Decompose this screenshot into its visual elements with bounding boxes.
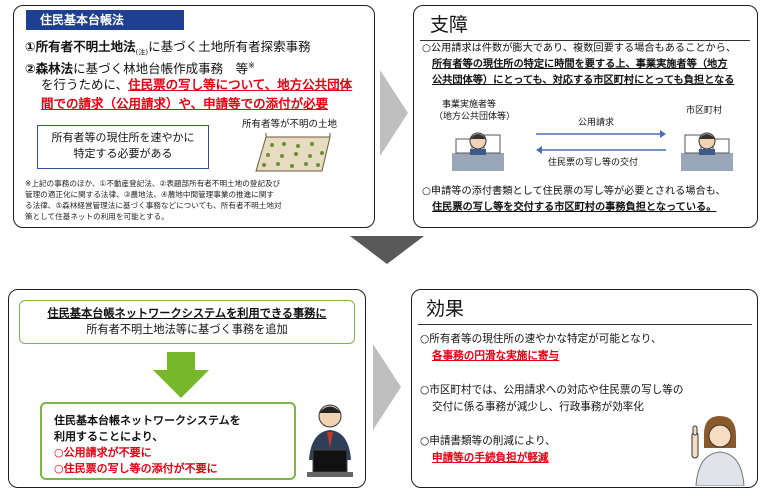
left-actor-label-2: （地方公共団体等） [434,112,516,122]
footnote-line-4: 策として住基ネットの利用を可能とする。 [25,212,169,221]
official-at-computer-icon [307,404,353,477]
duty-1-text: に基づく土地所有者探索事務 [148,39,311,54]
busy-official-right-icon [681,132,733,171]
panel-legal-basis: 住民基本台帳法 ①所有者不明土地法(注)に基づく土地所有者探索事務 ②森林法に基… [13,5,375,228]
unknown-land-illustration [255,133,331,172]
obstacle-line-1: ○公用請求は件数が膨大であり、複数回要する場合もあることから、 [422,43,737,54]
effect-3-line-2: 申請等の手続負担が軽減 [432,452,549,464]
duty-line-1: ①所有者不明土地法(注)に基づく土地所有者探索事務 [25,37,311,63]
effect-title-underline [418,324,752,325]
address-need-line-2: 特定する必要がある [73,147,173,160]
effect-title: 効果 [426,298,465,320]
title-underline [420,40,750,41]
requirement-lead: を行うために、 [41,77,129,92]
effect-2-line-1: ○市区町村では、公用請求への対応や住民票の写し等の [420,384,684,396]
requirement-red-1: 住民票の写し等について、地方公共団体 [128,77,353,92]
effect-2-line-2: 交付に係る事務が減少し、行政事務が効率化 [432,401,644,413]
note-mark: (注) [135,48,149,57]
issue-arrow-label: 住民票の写し等の交付 [548,158,639,168]
duty-line-2: ②森林法に基づく林地台帳作成事務 等※ [25,56,255,78]
request-arrow-label: 公用請求 [578,118,615,128]
arrow-down-center [350,236,424,264]
pointing-woman-icon [691,416,745,486]
address-need-box: 所有者等の現住所を速やかに 特定する必要がある [37,125,209,169]
effect-1-line-2: 各事務の円滑な実施に寄与 [432,350,560,362]
right-actor-label: 市区町村 [686,106,723,116]
result-box: 住民基本台帳ネットワークシステムを 利用することにより、 ○公用請求が不要に ○… [40,402,296,480]
issue-arrow [536,146,666,154]
footnote-line-3: る法律、⑤森林経営管理法に基づく事務などについても、所有者不明土地対 [25,201,282,210]
added-duties-line-2: 所有者不明土地法等に基づく事務を追加 [86,323,288,336]
panel-obstacle: 支障 ○公用請求は件数が膨大であり、複数回要する場合もあることから、 所有者等の… [413,5,758,228]
result-line-2: 利用することにより、 [54,430,164,443]
footnote-line-2: 管理の適正化に関する法律、③農地法、④農地中間管理事業の推進に関す [25,190,275,199]
effect-1-line-1: ○所有者等の現住所の速やかな特定が可能となり、 [420,333,662,345]
busy-official-left-icon [452,132,504,171]
footnote-line-1: ※上記の事務のほか、①不動産登記法、②表題部所有者不明土地の登記及び [25,179,281,188]
result-line-4: ○住民票の写し等の添付が不要に [54,462,218,475]
obstacle-line-3: 公共団体等）にとっても、対応する市区町村にとっても負担となる [432,75,735,86]
obstacle-line-4: ○申請等の添付書類として住民票の写し等が必要とされる場合も、 [422,186,726,197]
panel-solution: 住民基本台帳ネットワークシステムを利用できる事務に 所有者不明土地法等に基づく事… [8,289,366,488]
law-tag: 住民基本台帳法 [26,10,184,30]
panel-effect: 効果 ○所有者等の現住所の速やかな特定が可能となり、 各事務の円滑な実施に寄与 … [411,289,758,488]
arrow-right-top [380,70,408,156]
green-down-arrow [153,352,209,398]
added-duties-line-1: 住民基本台帳ネットワークシステムを利用できる事務に [47,307,327,320]
requirement-line-2: 間での請求（公用請求）や、申請等での添付が必要 [41,96,329,111]
effect-3-line-1: ○申請書類等の削減により、 [420,435,556,447]
footnote: ※上記の事務のほか、①不動産登記法、②表題部所有者不明土地の登記及び 管理の適正… [25,178,365,222]
footnote-mark: ※ [248,61,255,70]
left-actor-label-1: 事業実施者等 [442,100,497,110]
obstacle-title: 支障 [430,14,469,36]
duty-2-text: に基づく林地台帳作成事務 等 [73,61,249,77]
address-need-line-1: 所有者等の現住所を速やかに [51,131,195,144]
requirement-line-1: を行うために、住民票の写し等について、地方公共団体 [41,75,352,94]
result-line-3: ○公用請求が不要に [54,446,152,459]
request-arrow [536,130,666,138]
obstacle-line-5: 住民票の写し等を交付する市区町村の事務負担となっている。 [432,202,717,213]
result-line-1: 住民基本台帳ネットワークシステムを [54,414,241,427]
law-name-2: ②森林法 [25,61,74,77]
added-duties-box: 住民基本台帳ネットワークシステムを利用できる事務に 所有者不明土地法等に基づく事… [19,300,355,344]
obstacle-line-2: 所有者等の現住所の特定に時間を要する上、事業実施者等（地方 [432,59,728,70]
law-name-1: ①所有者不明土地法 [25,39,136,54]
land-caption: 所有者等が不明の土地 [242,119,338,130]
arrow-right-bottom [373,344,401,430]
